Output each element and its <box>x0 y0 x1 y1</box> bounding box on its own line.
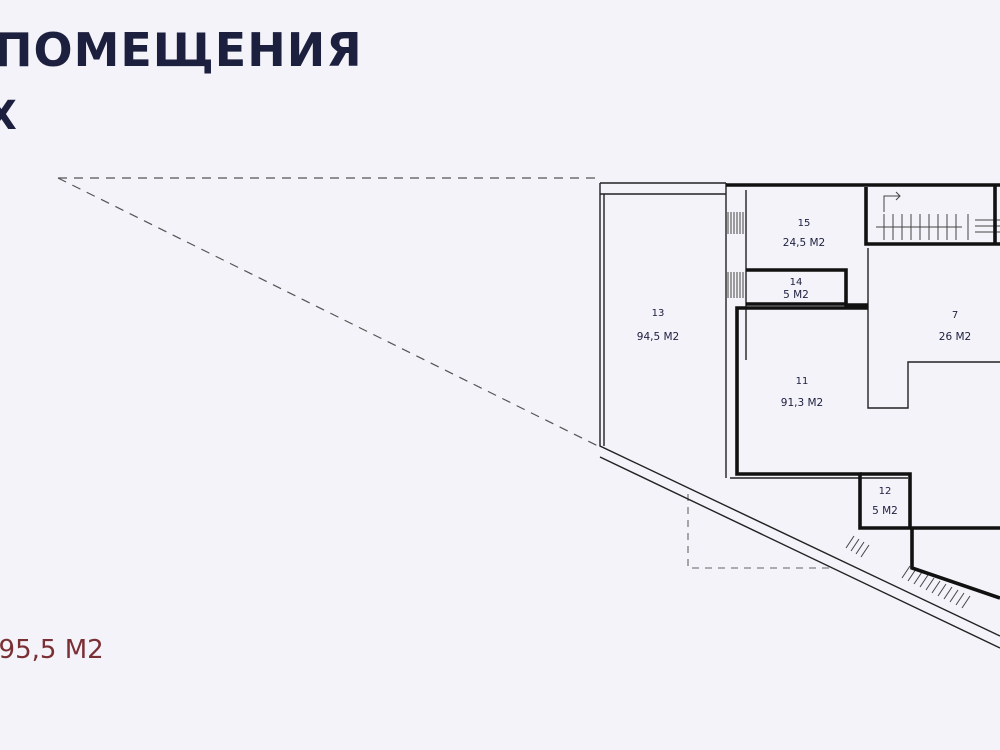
svg-text:94,5 М2: 94,5 М2 <box>637 331 679 343</box>
svg-text:91,3 М2: 91,3 М2 <box>781 397 823 409</box>
page-subtitle: Х <box>0 93 17 139</box>
svg-text:13: 13 <box>652 308 665 319</box>
svg-text:14: 14 <box>790 277 803 288</box>
svg-text:11: 11 <box>796 376 809 387</box>
svg-text:5 М2: 5 М2 <box>872 505 898 517</box>
svg-text:12: 12 <box>879 486 892 497</box>
room-7-label: 7 26 М2 <box>939 310 971 343</box>
room-14-label: 14 5 М2 <box>783 277 809 301</box>
room-15-label: 15 24,5 М2 <box>783 218 825 249</box>
room-13-label: 13 94,5 М2 <box>637 308 679 343</box>
svg-text:15: 15 <box>798 218 811 229</box>
svg-text:26 М2: 26 М2 <box>939 331 971 343</box>
svg-text:24,5 М2: 24,5 М2 <box>783 237 825 249</box>
total-area: 395,5 М2 <box>0 635 104 665</box>
perspective-guides <box>57 177 600 447</box>
thin-walls <box>599 182 1000 649</box>
thick-walls <box>726 183 1000 600</box>
stair-hatches <box>727 191 1000 609</box>
room-11-label: 11 91,3 М2 <box>781 376 823 409</box>
svg-text:7: 7 <box>952 310 958 321</box>
room-12-label: 12 5 М2 <box>872 486 898 517</box>
svg-text:5 М2: 5 М2 <box>783 289 809 301</box>
page-title: ПОМЕЩЕНИЯ <box>0 23 363 77</box>
